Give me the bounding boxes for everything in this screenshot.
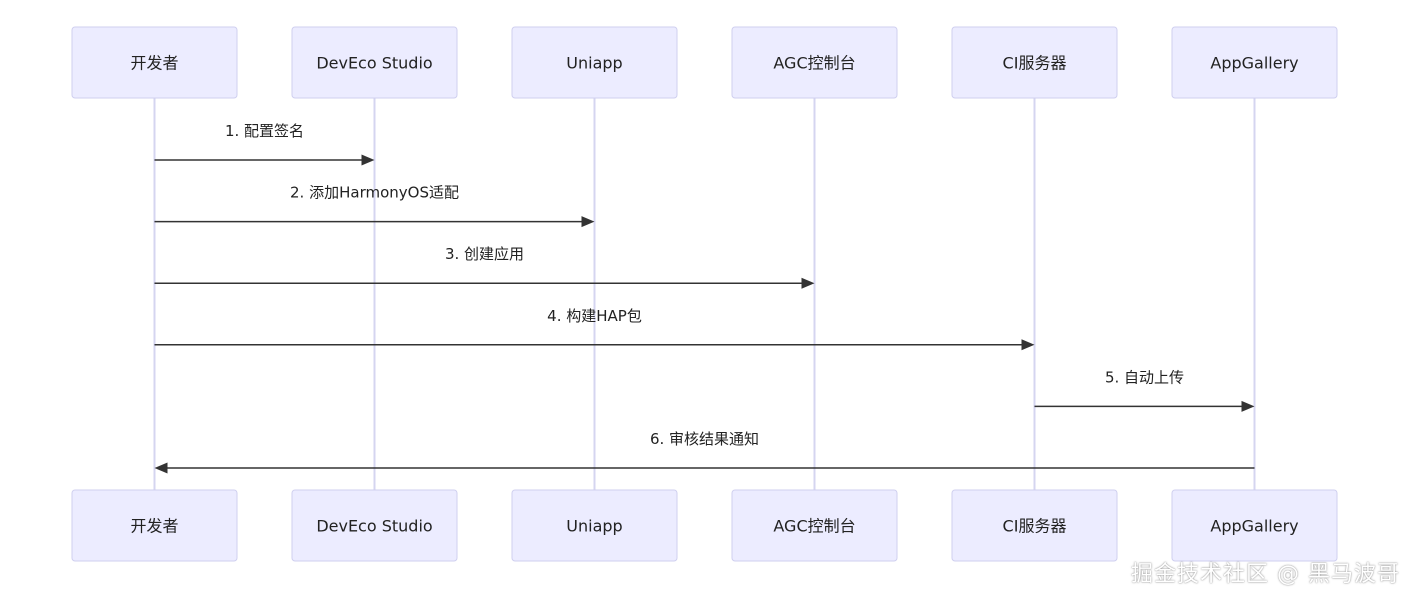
participant-top-dev: 开发者 bbox=[71, 26, 238, 99]
participant-label: DevEco Studio bbox=[316, 54, 432, 73]
message-label: 1. 配置签名 bbox=[225, 122, 304, 140]
participant-bottom-agc: AGC控制台 bbox=[731, 489, 898, 562]
arrowhead bbox=[801, 277, 815, 289]
participant-label: Uniapp bbox=[566, 517, 622, 536]
participant-box bbox=[511, 26, 678, 99]
participant-box bbox=[1171, 26, 1338, 99]
participant-box bbox=[71, 489, 238, 562]
participant-label: AppGallery bbox=[1210, 517, 1298, 536]
participant-box bbox=[71, 26, 238, 99]
participant-box bbox=[1171, 489, 1338, 562]
participant-box bbox=[731, 489, 898, 562]
message-3: 3. 创建应用 bbox=[154, 245, 815, 289]
message-2: 2. 添加HarmonyOS适配 bbox=[154, 184, 595, 228]
participant-box bbox=[731, 26, 898, 99]
message-4: 4. 构建HAP包 bbox=[154, 307, 1035, 351]
participant-bottom-deveco: DevEco Studio bbox=[291, 489, 458, 562]
participant-bottom-dev: 开发者 bbox=[71, 489, 238, 562]
participant-box bbox=[951, 26, 1118, 99]
participant-label: 开发者 bbox=[130, 517, 178, 536]
message-5: 5. 自动上传 bbox=[1034, 368, 1255, 412]
participant-top-ci: CI服务器 bbox=[951, 26, 1118, 99]
participant-top-deveco: DevEco Studio bbox=[291, 26, 458, 99]
participant-label: AGC控制台 bbox=[773, 517, 855, 536]
participant-box bbox=[291, 26, 458, 99]
watermark: 掘金技术社区 @ 黑马波哥 bbox=[1131, 562, 1400, 587]
participant-label: Uniapp bbox=[566, 54, 622, 73]
participant-label: AGC控制台 bbox=[773, 54, 855, 73]
message-label: 4. 构建HAP包 bbox=[547, 307, 642, 325]
participant-top-agc: AGC控制台 bbox=[731, 26, 898, 99]
participant-top-uniapp: Uniapp bbox=[511, 26, 678, 99]
participant-bottom-appgallery: AppGallery bbox=[1171, 489, 1338, 562]
participant-label: AppGallery bbox=[1210, 54, 1298, 73]
participant-label: 开发者 bbox=[130, 54, 178, 73]
message-label: 5. 自动上传 bbox=[1105, 368, 1184, 386]
participant-label: CI服务器 bbox=[1003, 517, 1067, 536]
message-1: 1. 配置签名 bbox=[154, 122, 375, 166]
participant-top-appgallery: AppGallery bbox=[1171, 26, 1338, 99]
arrowhead bbox=[581, 216, 595, 228]
arrowhead bbox=[1021, 339, 1035, 351]
participant-box bbox=[511, 489, 678, 562]
message-label: 3. 创建应用 bbox=[445, 245, 524, 263]
participant-box bbox=[951, 489, 1118, 562]
arrowhead bbox=[361, 154, 375, 166]
participant-label: CI服务器 bbox=[1003, 54, 1067, 73]
message-6: 6. 审核结果通知 bbox=[154, 430, 1255, 474]
arrowhead bbox=[1241, 400, 1255, 412]
arrowhead bbox=[154, 462, 168, 474]
participant-bottom-ci: CI服务器 bbox=[951, 489, 1118, 562]
participant-box bbox=[291, 489, 458, 562]
message-label: 2. 添加HarmonyOS适配 bbox=[290, 184, 459, 202]
participant-label: DevEco Studio bbox=[316, 517, 432, 536]
participant-bottom-uniapp: Uniapp bbox=[511, 489, 678, 562]
message-label: 6. 审核结果通知 bbox=[650, 430, 759, 448]
